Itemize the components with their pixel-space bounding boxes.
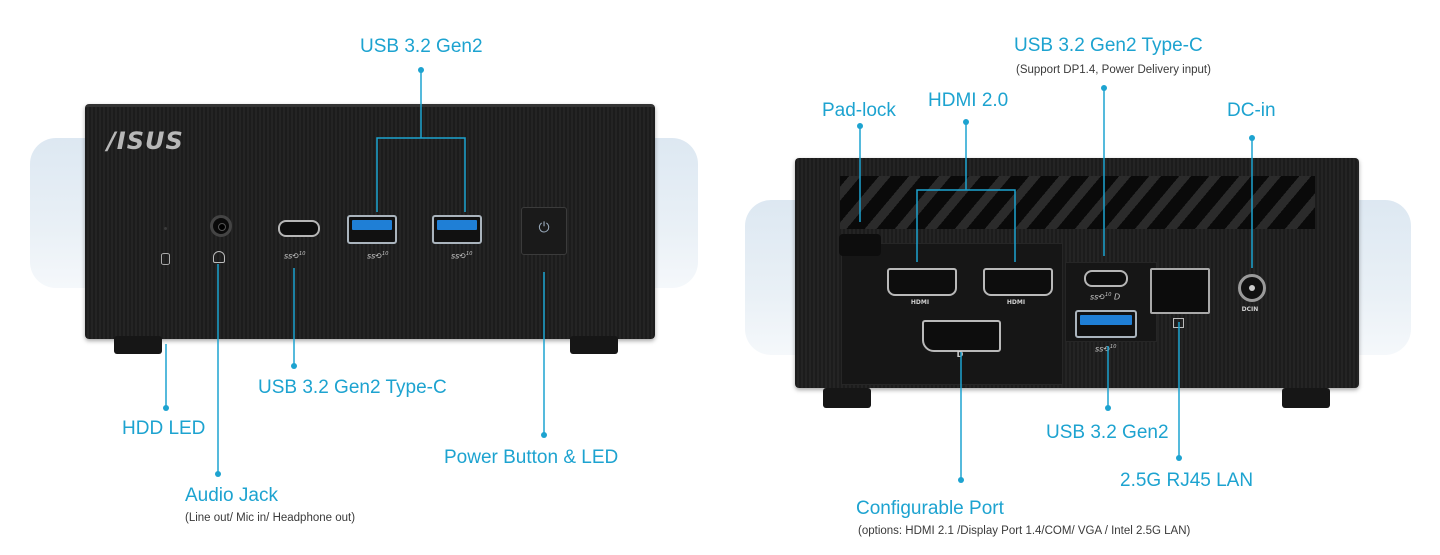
front-device: /ISUS ss⟲10 ss⟲10 ss⟲10 ⏻ — [85, 104, 655, 339]
rear-usb-a-port — [1075, 310, 1137, 338]
dot-hdmi — [963, 119, 969, 125]
rear-usb-c-port — [1084, 270, 1128, 287]
label-hdd-led: HDD LED — [122, 418, 206, 439]
dot-dcin — [1249, 135, 1255, 141]
dot-front-usbc — [291, 363, 297, 369]
dot-lan — [1176, 455, 1182, 461]
power-button[interactable]: ⏻ — [521, 207, 567, 255]
label-rear-usb-gen2: USB 3.2 Gen2 — [1046, 422, 1169, 443]
label-rear-usb-typec-sub: (Support DP1.4, Power Delivery input) — [1016, 64, 1211, 76]
front-usb-a-port-1 — [347, 215, 397, 244]
ss-mark-usbc: ss⟲10 — [284, 251, 306, 261]
label-audio-jack-sub: (Line out/ Mic in/ Headphone out) — [185, 512, 356, 524]
label-hdmi: HDMI 2.0 — [928, 90, 1009, 111]
ss-mark-usba-2: ss⟲10 — [451, 251, 473, 261]
dot-hdd — [163, 405, 169, 411]
power-icon: ⏻ — [538, 220, 550, 236]
rear-device: HDMI HDMI D ss⟲10 D ss⟲10 DCIN — [795, 158, 1359, 388]
label-padlock: Pad-lock — [822, 100, 896, 121]
dc-in-port — [1238, 274, 1266, 302]
label-rear-usb-typec: USB 3.2 Gen2 Type-C — [1014, 35, 1203, 56]
hdd-icon — [161, 253, 170, 265]
dot-config — [958, 477, 964, 483]
dot-rear-usb — [1105, 405, 1111, 411]
label-configurable-port: Configurable Port — [856, 498, 1004, 519]
dot-power — [541, 432, 547, 438]
rear-vent — [840, 176, 1315, 229]
rj45-port — [1150, 268, 1210, 314]
configurable-port — [922, 320, 1001, 352]
dot-padlock — [857, 123, 863, 129]
ss-mark-rear-usbc: ss⟲10 D — [1090, 292, 1121, 302]
dp-mark: D — [956, 350, 964, 359]
front-usb-c-port — [278, 220, 320, 237]
dot-front-usb — [418, 67, 424, 73]
asus-logo: /ISUS — [107, 127, 184, 155]
label-configurable-port-sub: (options: HDMI 2.1 /Display Port 1.4/COM… — [858, 525, 1191, 537]
ss-mark-rear-usba: ss⟲10 — [1095, 344, 1117, 354]
label-dcin: DC-in — [1227, 100, 1276, 121]
dot-audio — [215, 471, 221, 477]
headset-icon — [213, 251, 225, 263]
label-front-usb-typec: USB 3.2 Gen2 Type-C — [258, 377, 447, 398]
dot-rear-usbc — [1101, 85, 1107, 91]
padlock-slot — [839, 234, 881, 256]
dcin-mark: DCIN — [1241, 306, 1259, 313]
io-panel-left — [841, 243, 1063, 385]
hdmi-mark-1: HDMI — [910, 299, 930, 306]
front-foot-right — [570, 336, 618, 354]
hdd-led — [164, 227, 167, 230]
label-front-usb-gen2: USB 3.2 Gen2 — [360, 36, 483, 57]
label-power: Power Button & LED — [444, 447, 619, 468]
label-audio-jack: Audio Jack — [185, 485, 278, 506]
hdmi-port-2 — [983, 268, 1053, 296]
rear-foot-left — [823, 388, 871, 408]
ss-mark-usba-1: ss⟲10 — [367, 251, 389, 261]
rear-foot-right — [1282, 388, 1330, 408]
hdmi-port-1 — [887, 268, 957, 296]
front-foot-left — [114, 336, 162, 354]
label-lan: 2.5G RJ45 LAN — [1120, 470, 1254, 491]
hdmi-mark-2: HDMI — [1006, 299, 1026, 306]
audio-jack-port — [210, 215, 232, 237]
front-usb-a-port-2 — [432, 215, 482, 244]
